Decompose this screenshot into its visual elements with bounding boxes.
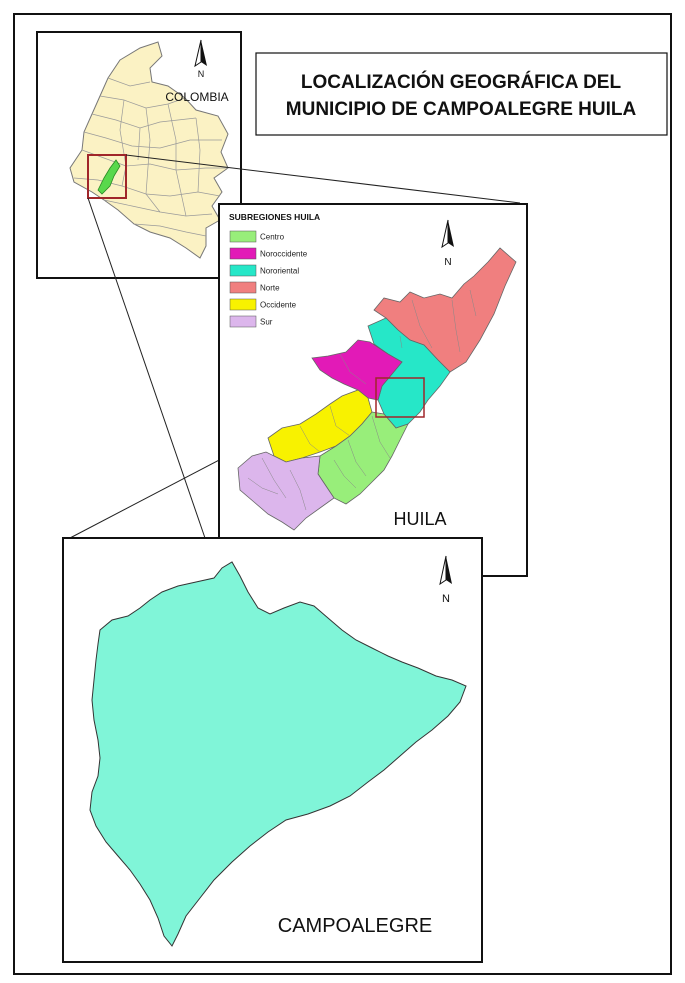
legend-item: Noroccidente [229,247,308,260]
subregion-sur [237,451,335,531]
legend-label: Nororiental [260,267,299,276]
huila-zoom-box [375,377,425,418]
colombia-inset: N COLOMBIA [36,31,242,279]
legend-swatch [229,281,257,294]
legend-item: Sur [229,315,273,328]
colombia-zoom-box [87,154,127,199]
campoalegre-outline [89,561,467,947]
legend-item: Norte [229,281,280,294]
colombia-department-borders [73,77,228,237]
campoalegre-label: CAMPOALEGRE [278,915,432,937]
huila-subregions [237,247,517,531]
legend-swatch [229,298,257,311]
legend-swatch [229,230,257,243]
colombia-north-label: N [198,69,205,79]
title-line-2: MUNICIPIO DE CAMPOALEGRE HUILA [286,99,637,120]
colombia-label: COLOMBIA [165,90,228,104]
huila-municipality-borders [247,289,477,511]
legend-swatch [229,247,257,260]
legend-label: Norte [260,284,280,293]
campoalegre-north-label: N [442,593,450,605]
legend-item: Nororiental [229,264,299,277]
legend-label: Sur [260,318,273,327]
campoalegre-inset: N CAMPOALEGRE [62,537,483,963]
huila-north-label: N [444,257,451,268]
legend-title: SUBREGIONES HUILA [229,212,320,222]
legend-label: Centro [260,233,285,242]
title-box: LOCALIZACIÓN GEOGRÁFICA DEL MUNICIPIO DE… [255,52,668,136]
north-arrow-icon [441,219,454,249]
legend-item: Centro [229,230,285,243]
huila-department-highlight [97,159,121,195]
huila-label: HUILA [393,509,446,529]
subregion-noroccidente [311,339,403,401]
legend-label: Occidente [260,301,297,310]
title-line-1: LOCALIZACIÓN GEOGRÁFICA DEL [301,71,622,93]
huila-inset: SUBREGIONES HUILA Centro Noroccidente No… [218,203,528,577]
legend-swatch [229,264,257,277]
north-arrow-icon [194,39,207,68]
north-arrow-icon [439,555,452,586]
legend-label: Noroccidente [260,250,308,259]
subregion-centro [317,411,409,505]
legend-item: Occidente [229,298,297,311]
legend-swatch [229,315,257,328]
